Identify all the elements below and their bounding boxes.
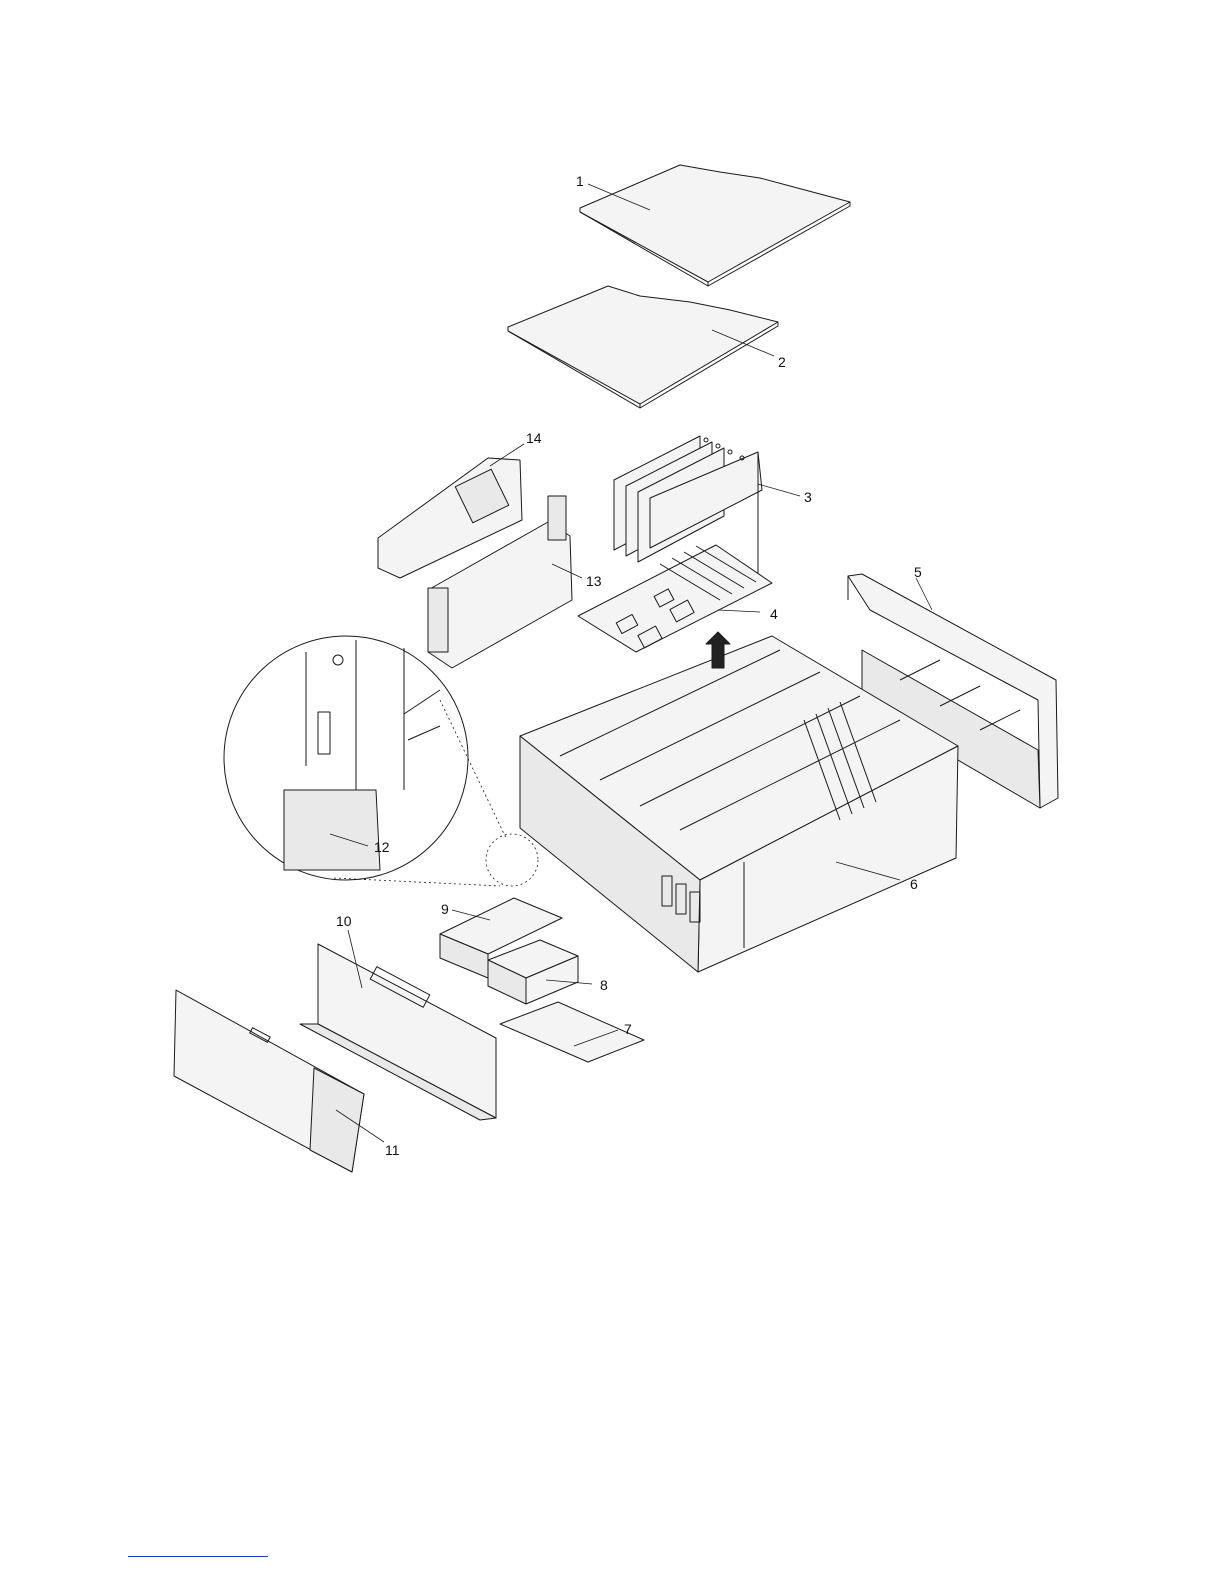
callout-9: 9 (441, 901, 449, 917)
callout-1: 1 (576, 173, 584, 189)
part-8-media-drive (488, 940, 578, 1004)
callout-11: 11 (385, 1142, 400, 1158)
detail-projection-line (440, 700, 506, 838)
detail-source-circle (486, 834, 538, 886)
callout-2: 2 (778, 354, 786, 370)
part-4-io-board (578, 545, 772, 652)
part-1-top-cover (580, 165, 850, 286)
callout-14: 14 (526, 430, 542, 446)
part-12-detail-view (224, 636, 468, 880)
callout-7: 7 (624, 1021, 632, 1037)
callout-4: 4 (770, 606, 778, 622)
callout-6: 6 (910, 876, 918, 892)
callout-5: 5 (914, 564, 922, 580)
part-2-cover (508, 286, 778, 408)
callout-13: 13 (586, 573, 602, 589)
footnote-separator (128, 1556, 268, 1557)
callout-10: 10 (336, 913, 352, 929)
callout-8: 8 (600, 977, 608, 993)
callout-12: 12 (374, 839, 390, 855)
part-3-adapter-cards (614, 436, 762, 574)
callout-3: 3 (804, 489, 812, 505)
part-7-plate (500, 1002, 644, 1062)
